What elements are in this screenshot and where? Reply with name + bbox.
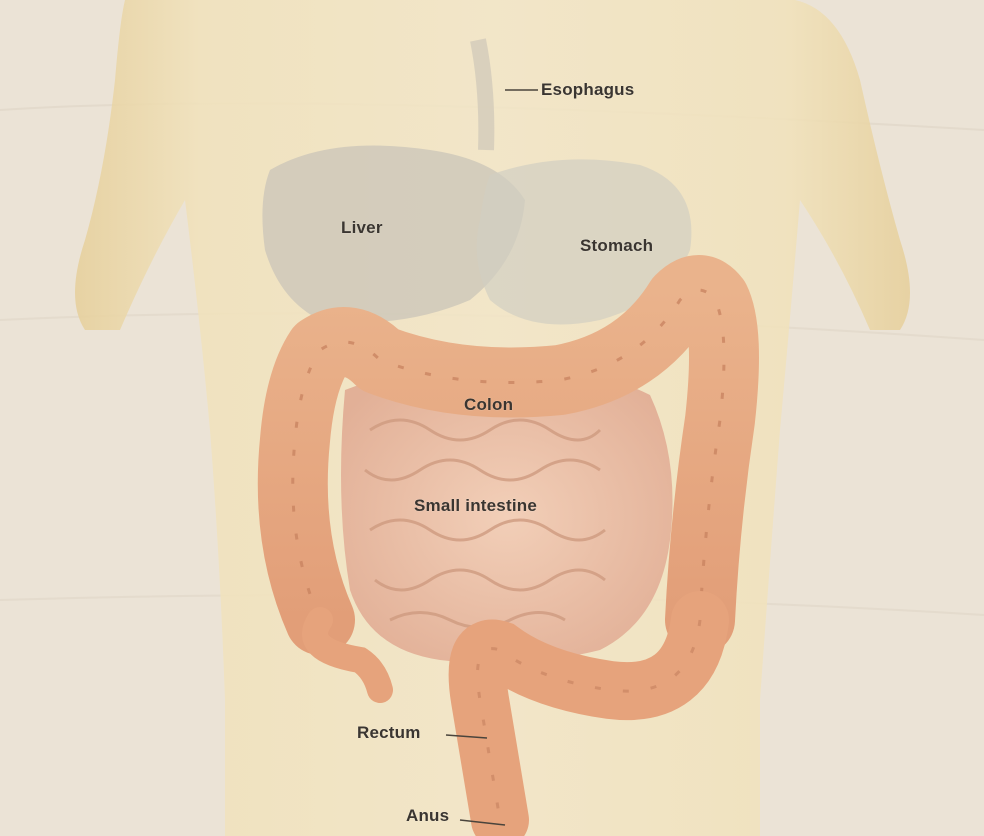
esophagus-shape <box>478 40 486 150</box>
anus-label: Anus <box>406 806 449 826</box>
stomach-label: Stomach <box>580 236 653 256</box>
rectum-label: Rectum <box>357 723 421 743</box>
esophagus-label: Esophagus <box>541 80 634 100</box>
liver-label: Liver <box>341 218 383 238</box>
small-intestine-label: Small intestine <box>414 496 537 516</box>
colon-label: Colon <box>464 395 513 415</box>
